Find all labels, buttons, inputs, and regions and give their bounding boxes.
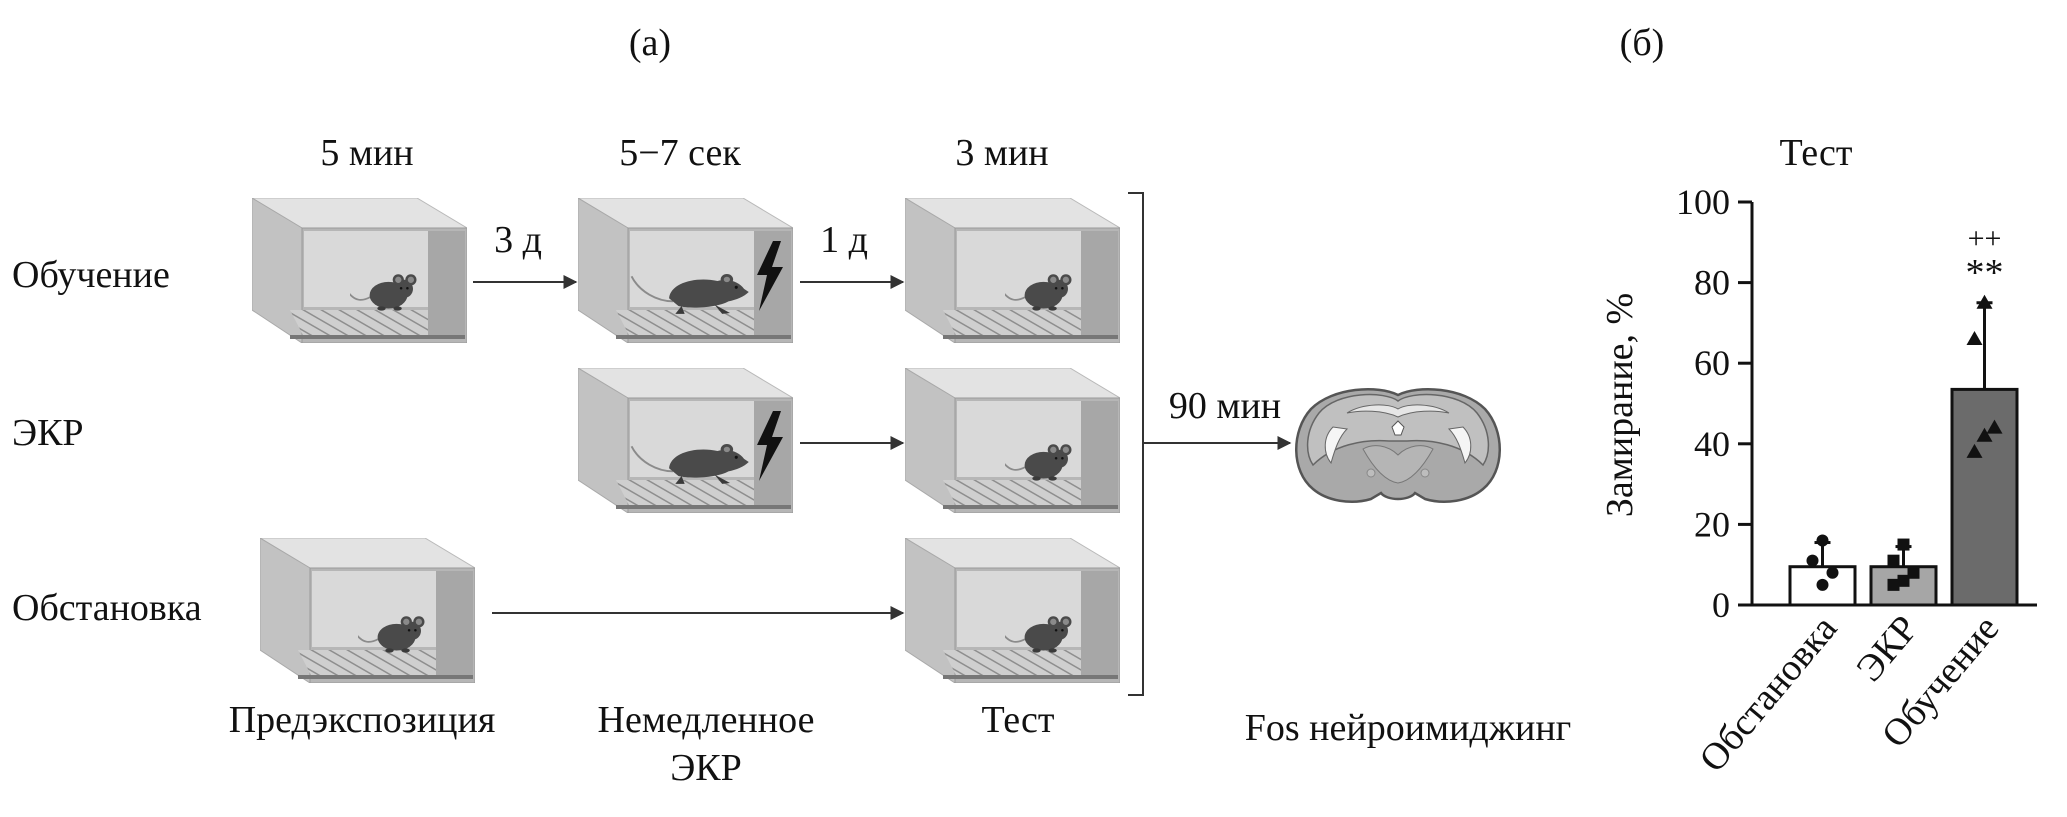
data-point	[1897, 538, 1910, 551]
chamber-icon	[578, 198, 793, 343]
y-tick-label: 40	[1694, 424, 1730, 464]
chamber-icon	[905, 538, 1120, 683]
data-point	[1907, 566, 1920, 579]
data-point	[1887, 554, 1900, 567]
bar-3	[1950, 387, 2019, 607]
stage-label-ius: ЭКР	[670, 747, 742, 789]
chamber-icon	[905, 368, 1120, 513]
stage-label-pre-exposure: Предэкспозиция	[229, 699, 496, 741]
data-point	[1976, 294, 1993, 309]
stage-label-immediate: Немедленное	[598, 699, 815, 741]
data-point	[1826, 566, 1839, 579]
y-tick-label: 20	[1694, 504, 1730, 544]
y-tick-label: 60	[1694, 343, 1730, 383]
imaging-label: Fos нейроимиджинг	[1245, 707, 1572, 749]
panel-b: (б) Тест Замирание, % 0 20 40 60 80 100Обстан…	[1599, 22, 2037, 780]
duration-shock: 5−7 сек	[619, 132, 741, 174]
significance-stars: **	[1966, 252, 2004, 294]
row-label-context: Обстановка	[12, 587, 202, 629]
chamber-icon	[905, 198, 1120, 343]
y-tick-label: 0	[1712, 585, 1730, 625]
data-point	[1887, 578, 1900, 591]
x-tick-label: ЭКР	[1848, 608, 1926, 690]
arrows	[473, 192, 1292, 696]
duration-pre-exposure: 5 мин	[320, 132, 413, 174]
significance-plus: ++	[1968, 222, 2002, 255]
y-tick-label: 80	[1694, 263, 1730, 303]
data-point	[1966, 331, 1983, 346]
duration-test: 3 мин	[955, 132, 1048, 174]
panel-a: (а) 5 мин 5−7 сек 3 мин Обучение ЭКР Обс…	[12, 22, 1571, 789]
delay-90-min: 90 мин	[1169, 385, 1281, 427]
y-tick-label: 100	[1676, 182, 1730, 222]
data-point	[1986, 419, 2003, 434]
panel-b-label: (б)	[1620, 22, 1665, 64]
panel-a-label: (а)	[629, 22, 671, 64]
chambers	[252, 198, 1120, 683]
data-point	[1816, 578, 1829, 591]
interval-1-day: 1 д	[820, 219, 868, 261]
chart-title: Тест	[1779, 132, 1852, 174]
y-axis-label: Замирание, %	[1599, 293, 1641, 517]
data-point	[1806, 554, 1819, 567]
data-point	[1816, 534, 1829, 547]
data-point	[1897, 574, 1910, 587]
row-label-ius: ЭКР	[12, 412, 84, 454]
x-tick-label: Обстановка	[1691, 608, 1845, 780]
brain-section-icon	[1294, 387, 1502, 504]
chamber-icon	[578, 368, 793, 513]
interval-3-days: 3 д	[494, 219, 542, 261]
row-label-training: Обучение	[12, 254, 170, 296]
data-point	[1976, 427, 1993, 442]
chamber-icon	[252, 198, 467, 343]
data-point	[1966, 443, 1983, 458]
stage-label-test: Тест	[981, 699, 1054, 741]
test-bracket	[1128, 192, 1144, 696]
chamber-icon	[260, 538, 475, 683]
